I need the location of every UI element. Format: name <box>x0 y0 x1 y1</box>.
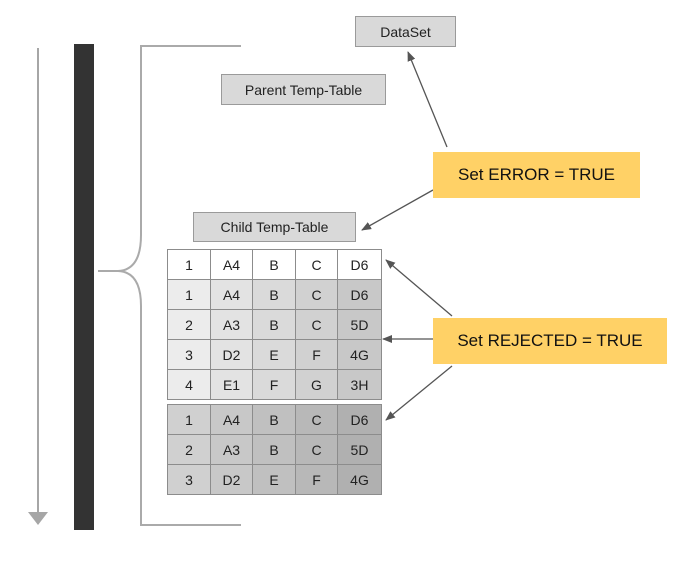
arrow-to-dataset <box>407 51 448 148</box>
arrow-to-bottom-table <box>385 365 453 421</box>
table-cell: E <box>252 339 296 370</box>
table-cell: A3 <box>210 309 253 340</box>
table-cell: A3 <box>210 434 253 465</box>
set-rejected-label: Set REJECTED = TRUE <box>457 331 643 350</box>
table-cell: E <box>252 464 296 495</box>
table-cell: B <box>252 434 296 465</box>
curly-brace <box>98 45 241 526</box>
table-cell: 3 <box>167 464 211 495</box>
table-cell: F <box>295 464 338 495</box>
table-cell: C <box>295 404 338 435</box>
flow-arrow-head <box>28 512 48 525</box>
table-cell: 5D <box>337 434 382 465</box>
table-cell: F <box>295 339 338 370</box>
table-cell: B <box>252 279 296 310</box>
arrow-to-child-table <box>361 189 434 231</box>
table-cell: 4G <box>337 464 382 495</box>
table-cell: 3 <box>167 339 211 370</box>
table-cell: B <box>252 249 296 281</box>
table-cell: A4 <box>210 249 253 281</box>
table-cell: D2 <box>210 339 253 370</box>
table-cell: D2 <box>210 464 253 495</box>
table-cell: G <box>295 369 338 400</box>
table-cell: 1 <box>167 249 211 281</box>
table-cell: 4 <box>167 369 211 400</box>
dataset-box: DataSet <box>355 16 456 47</box>
parent-temp-table-box: Parent Temp-Table <box>221 74 386 105</box>
table-cell: D6 <box>337 249 382 281</box>
table-cell: 4G <box>337 339 382 370</box>
table-cell: 5D <box>337 309 382 340</box>
table-cell: D6 <box>337 404 382 435</box>
table-cell: B <box>252 404 296 435</box>
child-temp-table-label: Child Temp-Table <box>220 219 329 235</box>
set-error-label: Set ERROR = TRUE <box>458 165 615 184</box>
table-cell: D6 <box>337 279 382 310</box>
parent-temp-table-label: Parent Temp-Table <box>244 81 363 98</box>
table-cell: 3H <box>337 369 382 400</box>
table-cell: C <box>295 309 338 340</box>
child-temp-table-box: Child Temp-Table <box>193 212 356 242</box>
set-error-callout: Set ERROR = TRUE <box>433 152 640 198</box>
arrow-to-top-row <box>385 259 453 317</box>
set-rejected-callout: Set REJECTED = TRUE <box>433 318 667 364</box>
dataset-label: DataSet <box>380 23 431 40</box>
table-cell: 1 <box>167 404 211 435</box>
table-cell: C <box>295 249 338 281</box>
table-cell: C <box>295 434 338 465</box>
table-cell: 1 <box>167 279 211 310</box>
table-cell: 2 <box>167 309 211 340</box>
table-cell: C <box>295 279 338 310</box>
table-cell: E1 <box>210 369 253 400</box>
table-cell: B <box>252 309 296 340</box>
table-cell: 2 <box>167 434 211 465</box>
table-cell: A4 <box>210 404 253 435</box>
table-cell: F <box>252 369 296 400</box>
table-cell: A4 <box>210 279 253 310</box>
dark-bar <box>74 44 94 530</box>
